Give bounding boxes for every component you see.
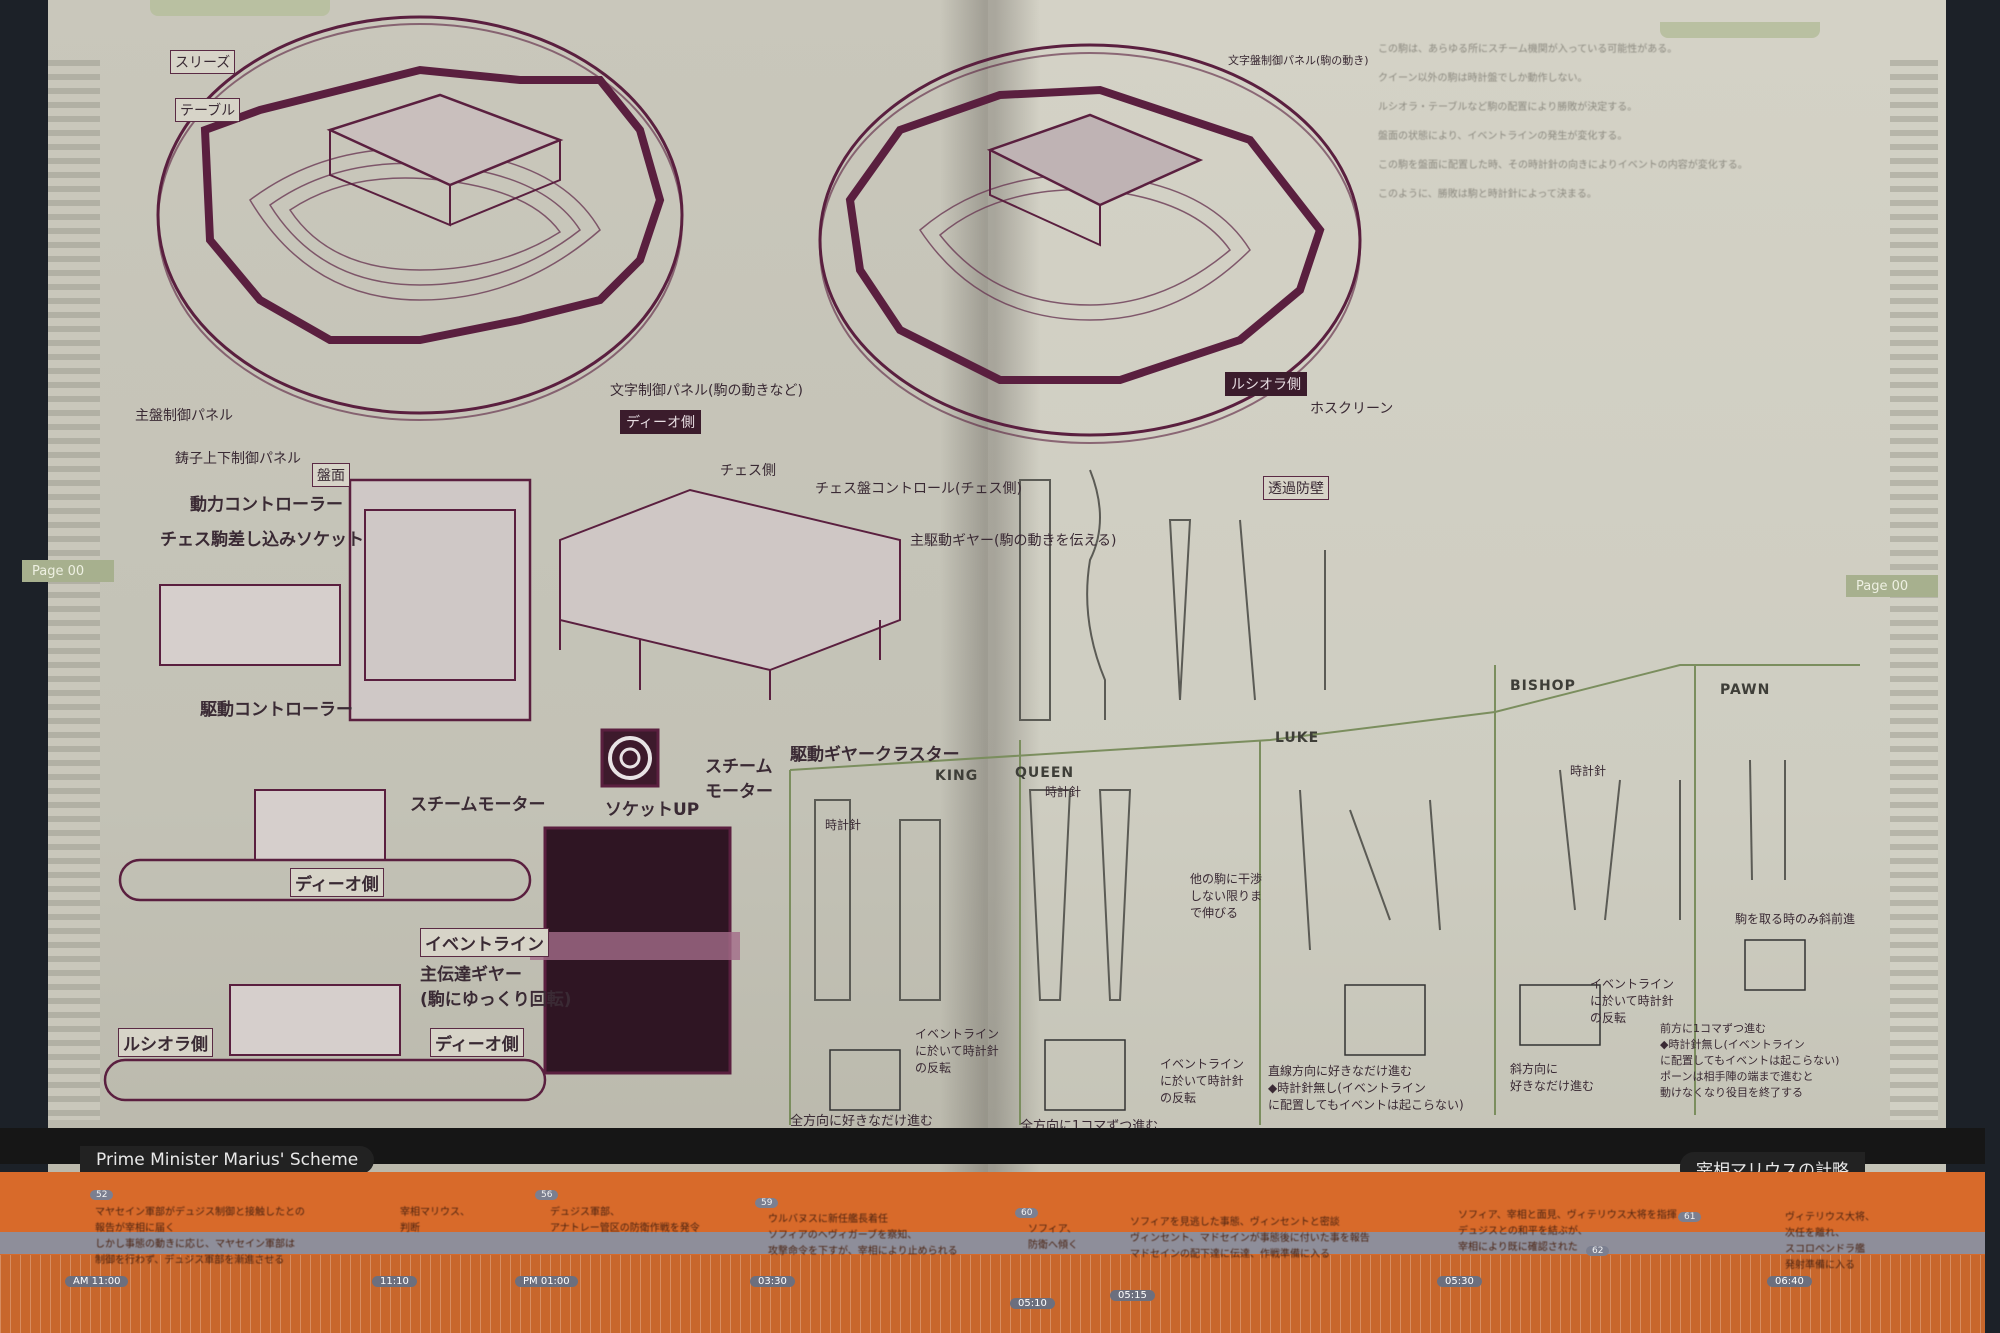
- label-deeo-side: ディーオ側: [620, 410, 702, 434]
- label-text-panel: 文字制御パネル(駒の動きなど): [610, 383, 803, 399]
- timeline-entry-number: 61: [1678, 1212, 1702, 1222]
- label-piece-row-title: 透過防壁: [1263, 476, 1329, 500]
- timeline-entry-number: 62: [1586, 1246, 1610, 1256]
- label-gear-cluster: 駆動ギヤークラスター: [790, 745, 960, 765]
- label-pawn: PAWN: [1720, 682, 1771, 698]
- timeline-entry: ソフィア、宰相と面見、ヴィテリウス大将を指揮 デュジスとの和平を結ぶが、 宰相に…: [1458, 1210, 1677, 1253]
- timeline-time: 05:10: [1010, 1298, 1055, 1309]
- label-right-screen: ホスクリーン: [1310, 401, 1394, 417]
- label-chess-board-panel: 主盤制御パネル: [135, 408, 233, 424]
- timeline-time: AM 11:00: [65, 1276, 129, 1287]
- right-page: [988, 0, 1946, 1333]
- label-piece-gear: 主駆動ギヤー(駒の動きを伝える): [910, 533, 1117, 549]
- body-paragraph: クイーン以外の駒は時計盤でしか動作しない。: [1378, 73, 1588, 84]
- label-king: KING: [935, 768, 979, 784]
- label-king-move: 全方向に好きなだけ進む: [790, 1114, 934, 1129]
- label-luke-move: 直線方向に好きなだけ進む ◆時計針無し(イベントライン に配置してもイベントは起…: [1268, 1064, 1464, 1112]
- timeline-time: PM 01:00: [515, 1276, 578, 1287]
- label-steam-motor: スチームモーター: [410, 795, 546, 815]
- label-pawn-move: 前方に1コマずつ進む ◆時計針無し(イベントライン に配置してもイベントは起こら…: [1660, 1022, 1840, 1099]
- chapter-tab-left: [150, 0, 330, 16]
- label-queen: QUEEN: [1015, 765, 1075, 781]
- label-event-line: イベントライン: [420, 928, 549, 957]
- right-body-text: この駒は、あらゆる所にスチーム機関が入っている可能性がある。 クイーン以外の駒は…: [1378, 40, 1818, 214]
- timeline-entry-number: 60: [1015, 1208, 1039, 1218]
- label-bishop: BISHOP: [1510, 678, 1576, 694]
- timeline-time: 06:40: [1767, 1276, 1812, 1287]
- chapter-tab-right: [1660, 22, 1820, 38]
- label-luke: LUKE: [1275, 730, 1320, 746]
- timeline-entry-number: 52: [90, 1190, 114, 1200]
- label-deeo-side-2: ディーオ側: [290, 868, 384, 897]
- label-chess-side: チェス側: [720, 463, 776, 479]
- timeline-entry-number: 59: [755, 1198, 779, 1208]
- timeline-entry: ソフィアを見逃した事態、ヴィンセントと密談 ヴィンセント、マドセインが事態後に付…: [1130, 1217, 1370, 1260]
- label-queen-event: イベントライン に於いて時計針 の反転: [1160, 1057, 1245, 1105]
- body-paragraph: このように、勝敗は駒と時計針によって決まる。: [1378, 189, 1597, 200]
- label-pawn-capture: 駒を取る時のみ斜前進: [1735, 912, 1856, 926]
- label-board-small: 盤面: [312, 463, 350, 487]
- timeline-time: 05:15: [1110, 1290, 1155, 1301]
- label-header-right: 文字盤制御パネル(駒の動き): [1228, 54, 1369, 67]
- label-king-clock-hand: 時計針: [825, 818, 862, 832]
- left-margin-stripes: [48, 60, 100, 1120]
- timeline-title-left: Prime Minister Marius' Scheme: [80, 1146, 375, 1174]
- label-chess-socket: チェス駒差し込みソケット: [160, 530, 364, 550]
- body-paragraph: 盤面の状態により、イベントラインの発生が変化する。: [1378, 131, 1628, 142]
- label-deeo-side-3: ディーオ側: [430, 1028, 524, 1057]
- timeline-entry: デュジス軍部、 アナトレー管区の防衛作戦を発令: [550, 1207, 700, 1234]
- label-bishop-move: 斜方向に 好きなだけ進む: [1510, 1062, 1595, 1093]
- timeline-stripe: [0, 1232, 1985, 1254]
- label-panel-b: テーブル: [175, 98, 241, 122]
- timeline-entry: ヴィテリウス大将、 次任を離れ、 スコロペンドラ艦 発射準備に入る: [1785, 1212, 1875, 1271]
- label-chess-piece-control: チェス盤コントロール(チェス側): [815, 481, 1022, 497]
- timeline-grid: [0, 1255, 1985, 1333]
- timeline-time: 05:30: [1437, 1276, 1482, 1287]
- label-queen-extend: 他の駒に干渉 しない限りま で伸びる: [1190, 872, 1263, 920]
- label-lushiora-side-right: ルシオラ側: [1225, 372, 1307, 396]
- timeline-entry: マヤセイン軍部がデュジス制御と接触したとの 報告が宰相に届く しかし事態の動きに…: [95, 1207, 305, 1266]
- timeline-time: 03:30: [750, 1276, 795, 1287]
- page-tab-right: Page 00: [1846, 575, 1938, 597]
- label-king-event: イベントライン に於いて時計針 の反転: [915, 1027, 1000, 1075]
- page-tab-left: Page 00: [22, 560, 114, 582]
- timeline-time: 11:10: [372, 1276, 417, 1287]
- body-paragraph: ルシオラ・テーブルなど駒の配置により勝敗が決定する。: [1378, 102, 1638, 113]
- label-drive-controller: 駆動コントローラー: [200, 700, 353, 720]
- label-panel-a: スリーズ: [170, 50, 236, 74]
- timeline-entry: ウルバヌスに新任艦長着任 ソフィアのヘヴィガーブを察知、 攻撃命令を下すが、宰相…: [768, 1214, 958, 1257]
- label-lift-panel: 鋳子上下制御パネル: [175, 451, 301, 467]
- body-paragraph: この駒を盤面に配置した時、その時計針の向きによりイベントの内容が変化する。: [1378, 160, 1748, 171]
- label-bishop-clock-hand: 時計針: [1570, 764, 1607, 778]
- label-socket-up: ソケットUP: [605, 800, 700, 820]
- timeline-entry-number: 56: [535, 1190, 559, 1200]
- timeline-entry: ソフィア、 防衛へ傾く: [1028, 1224, 1078, 1251]
- label-queen-clock-hand: 時計針: [1045, 785, 1082, 799]
- timeline-entry: 宰相マリウス、 判断: [400, 1207, 470, 1234]
- label-steam-motor-2: スチーム モーター: [705, 757, 773, 802]
- label-lushiora-side: ルシオラ側: [118, 1028, 213, 1057]
- body-paragraph: この駒は、あらゆる所にスチーム機関が入っている可能性がある。: [1378, 44, 1678, 55]
- label-bishop-event: イベントライン に於いて時計針 の反転: [1590, 977, 1675, 1025]
- label-power-controller: 動力コントローラー: [190, 495, 343, 515]
- label-main-gear: 主伝達ギヤー (駒にゆっくり回転): [420, 965, 572, 1010]
